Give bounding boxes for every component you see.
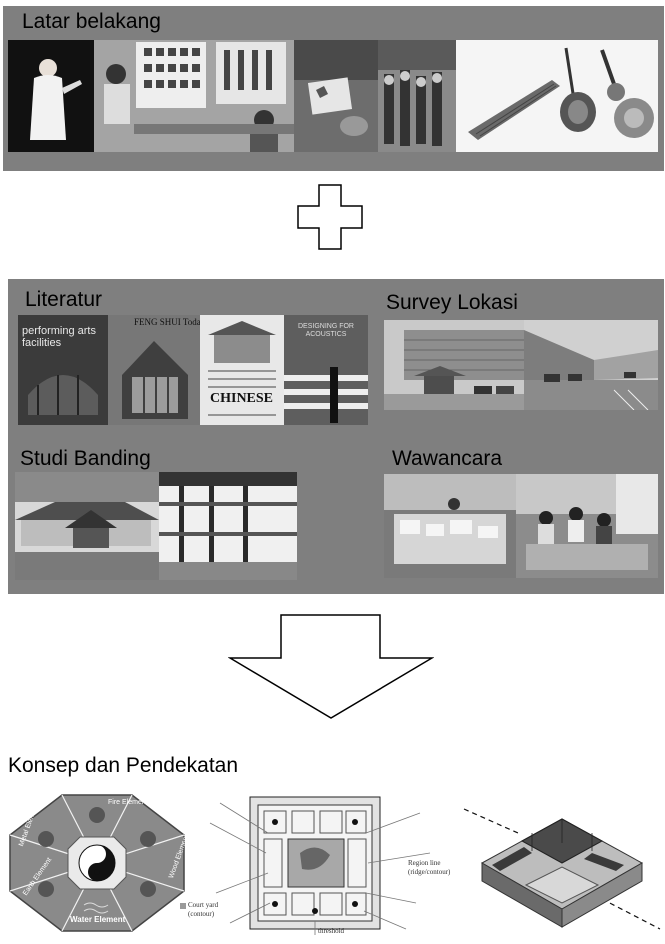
survey-building-photo [384, 320, 524, 410]
down-arrow-outline-icon [227, 614, 435, 720]
craft-activity-photo [294, 40, 378, 152]
plan-label-courtyard: Court yard (contour) [188, 901, 219, 918]
concept-title: Konsep dan Pendekatan [8, 754, 239, 777]
background-title: Latar belakang [22, 10, 161, 33]
bagua-label-fire: Fire Element [108, 799, 148, 806]
chinese-instruments-photo [456, 40, 658, 152]
opera-performer-photo [8, 40, 94, 152]
site-plan-diagram: Court yard (contour) Region line (ridge/… [180, 793, 462, 939]
book-title-text: DESIGNING FOR ACOUSTICS [297, 323, 354, 338]
interview-title: Wawancara [392, 447, 503, 470]
book-title-text: FENG SHUI Today [134, 317, 200, 327]
survey-street-photo [524, 320, 658, 410]
literature-title: Literatur [25, 288, 103, 311]
comparison-house-photo [15, 472, 159, 580]
book-title-text: performing arts facilities [22, 325, 96, 349]
book-title-text: CHINESE [210, 391, 274, 406]
comparison-interior-photo [159, 472, 297, 580]
bagua-label-water: Water Element [70, 915, 126, 924]
axonometric-house-drawing [462, 793, 662, 937]
plan-label-region: Region line (ridge/contour) [408, 859, 451, 876]
survey-title: Survey Lokasi [386, 291, 518, 314]
book-cover-chinese: CHINESE [200, 315, 284, 425]
plus-outline-icon [297, 184, 363, 250]
book-cover-feng-shui: FENG SHUI Today [108, 315, 200, 425]
calligraphy-class-photo [94, 40, 294, 152]
interview-table-photo [384, 474, 516, 578]
book-cover-performing-arts: performing arts facilities [18, 315, 108, 425]
plan-label-threshold: threshold [318, 927, 345, 935]
bagua-diagram: Water Element Earth Element Metal Elemen… [8, 793, 190, 933]
interview-people-photo [516, 474, 658, 578]
book-cover-acoustics: DESIGNING FOR ACOUSTICS [284, 315, 368, 425]
comparison-title: Studi Banding [20, 447, 151, 470]
costume-display-photo [378, 40, 456, 152]
